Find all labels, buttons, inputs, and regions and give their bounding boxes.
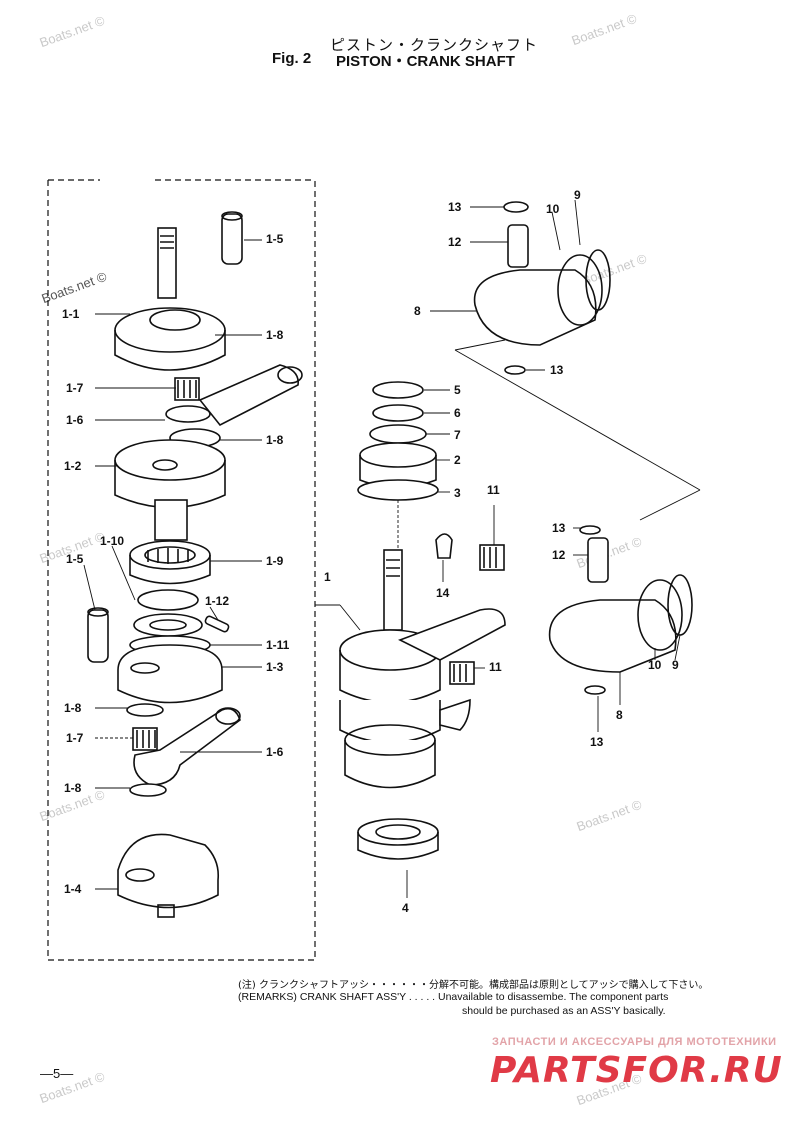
crank-web-1-4 — [117, 833, 220, 918]
part-label-12: 12 — [552, 548, 566, 562]
page-number: —5— — [40, 1066, 74, 1081]
part-label-10: 10 — [546, 202, 560, 216]
part-label-12: 12 — [448, 235, 462, 249]
crank-pin-upper — [221, 211, 243, 265]
part-label-1-6: 1-6 — [266, 745, 284, 759]
crank-web-1-3 — [117, 644, 223, 704]
remarks-english-line1: (REMARKS) CRANK SHAFT ASS'Y . . . . . Un… — [238, 991, 669, 1003]
upper-piston — [473, 201, 611, 375]
part-label-1-10: 1-10 — [100, 534, 125, 548]
part-label-2: 2 — [454, 453, 461, 467]
part-label-1-5: 1-5 — [66, 552, 84, 566]
part-label-1-7: 1-7 — [66, 381, 84, 395]
figure-label: Fig. 2 — [272, 50, 312, 67]
main-bearing-1-9 — [129, 540, 211, 585]
part-label-1-6: 1-6 — [66, 413, 84, 427]
part-label-1-5: 1-5 — [266, 232, 284, 246]
part-label-1-9: 1-9 — [266, 554, 284, 568]
main-bearing-4 — [357, 818, 439, 860]
assembled-crank-shaft — [339, 549, 506, 789]
crank-web-middle — [114, 439, 226, 509]
brand-logo: PARTSFOR.RU — [490, 1050, 783, 1091]
part-label-9: 9 — [574, 188, 581, 202]
part-label-8: 8 — [414, 304, 421, 318]
lower-piston — [548, 525, 693, 695]
part-label-13: 13 — [550, 363, 564, 377]
part-label-1-12: 1-12 — [205, 594, 230, 608]
part-label-14: 14 — [436, 586, 450, 600]
part-label-1-8: 1-8 — [266, 328, 284, 342]
part-label-1-3: 1-3 — [266, 660, 284, 674]
upper-crank-shaft — [114, 227, 226, 371]
part-label-1-11: 1-11 — [266, 638, 290, 652]
part-label-11: 11 — [489, 660, 502, 674]
part-label-1-7: 1-7 — [66, 731, 84, 745]
part-label-1-1: 1-1 — [62, 307, 80, 321]
part-label-5: 5 — [454, 383, 461, 397]
part-label-1-8: 1-8 — [266, 433, 284, 447]
part-label-8: 8 — [616, 708, 623, 722]
part-label-1: 1 — [324, 570, 331, 584]
part-label-10: 10 — [648, 658, 662, 672]
part-label-9: 9 — [672, 658, 679, 672]
brand-tagline: ЗАПЧАСТИ И АКСЕССУАРЫ ДЛЯ МОТОТЕХНИКИ — [492, 1036, 777, 1048]
assy-boundary — [47, 180, 316, 961]
remarks-japanese: (注) クランクシャフトアッシ・・・・・・分解不可能。構成部品は原則としてアッシ… — [238, 980, 709, 991]
part-label-6: 6 — [454, 406, 461, 420]
leader-lines — [83, 199, 701, 898]
remarks-english-line2: should be purchased as an ASS'Y basicall… — [462, 1005, 666, 1017]
part-label-1-4: 1-4 — [64, 882, 82, 896]
page-title-japanese: ピストン・クランクシャフト — [330, 36, 539, 54]
part-label-4: 4 — [402, 901, 409, 915]
part-label-7: 7 — [454, 428, 461, 442]
part-label-11: 11 — [487, 483, 500, 497]
part-label-13: 13 — [448, 200, 462, 214]
part-label-13: 13 — [590, 735, 604, 749]
part-label-3: 3 — [454, 486, 461, 500]
page-title-english: PISTON・CRANK SHAFT — [336, 53, 515, 70]
crank-pin-lower — [87, 607, 109, 663]
part-label-13: 13 — [552, 521, 566, 535]
part-label-1-2: 1-2 — [64, 459, 82, 473]
part-label-1-8: 1-8 — [64, 701, 82, 715]
part-label-1-8: 1-8 — [64, 781, 82, 795]
